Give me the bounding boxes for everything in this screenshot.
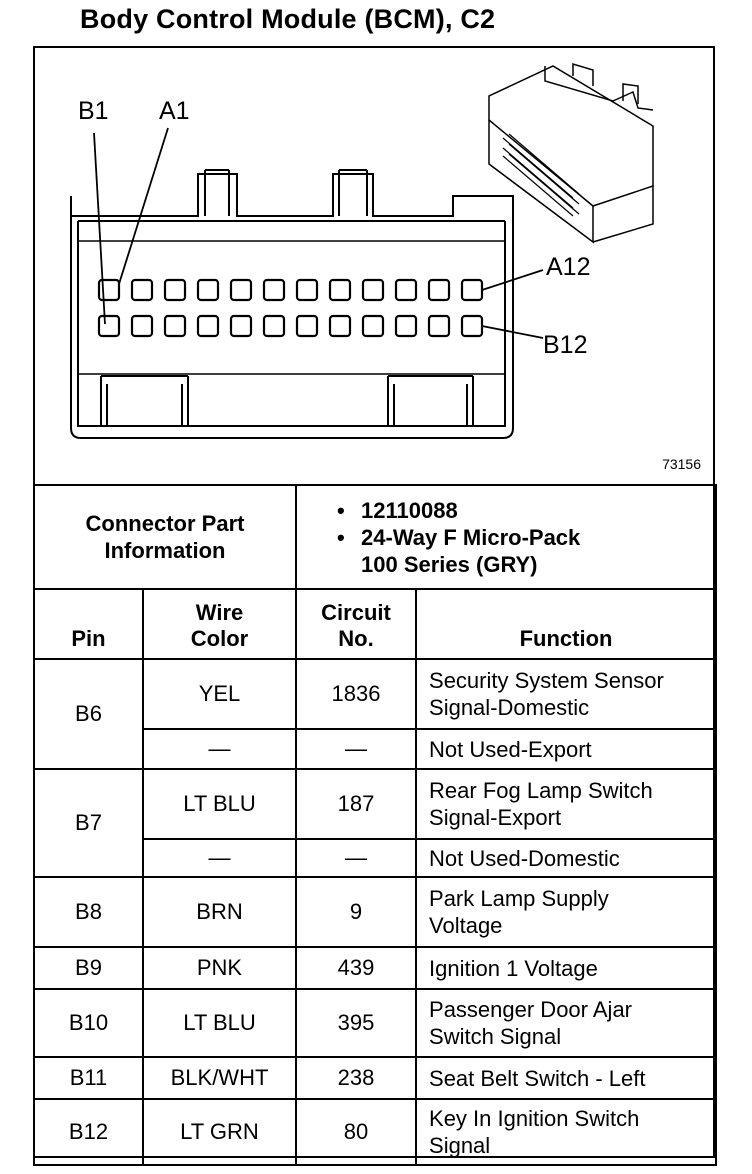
table-row: — — Not Used-Export — [34, 728, 718, 770]
bullet: • — [337, 497, 345, 523]
header-function: Function — [415, 588, 718, 660]
connector-info-label-line1: Connector Part — [85, 511, 245, 536]
connector-desc-line1: 24-Way F Micro-Pack — [361, 524, 581, 550]
function-cell: Seat Belt Switch - Left — [415, 1056, 718, 1100]
connector-diagram: B1 A1 A12 B12 73156 — [33, 46, 715, 484]
table-row: — — Not Used-Domestic — [34, 838, 718, 878]
wire-color-cell: — — [141, 728, 298, 770]
connector-3d-sketch — [488, 62, 654, 244]
function-cell: Ignition 1 Voltage — [415, 946, 718, 990]
wire-color-cell: BLK/WHT — [141, 1056, 298, 1100]
circuit-cell: 1836 — [295, 658, 418, 730]
part-number: 12110088 — [361, 497, 458, 523]
circuit-cell: — — [295, 838, 418, 878]
pin-cell: B12 — [33, 1098, 144, 1166]
wire-color-cell: LT BLU — [141, 988, 298, 1058]
circuit-cell: 80 — [295, 1098, 418, 1166]
pin-cell: B9 — [33, 946, 144, 990]
function-cell: Not Used-Export — [415, 728, 718, 770]
pin-cell: B10 — [33, 988, 144, 1058]
wire-color-cell: LT BLU — [141, 768, 298, 840]
circuit-cell: — — [295, 728, 418, 770]
pin-label-b1: B1 — [78, 97, 109, 125]
bullet: • — [337, 524, 345, 550]
circuit-cell: 238 — [295, 1056, 418, 1100]
circuit-cell: 395 — [295, 988, 418, 1058]
wire-color-cell: YEL — [141, 658, 298, 730]
page-title: Body Control Module (BCM), C2 — [80, 4, 496, 34]
pin-cell: B11 — [33, 1056, 144, 1100]
connector-info-values: • 12110088 • 24-Way F Micro-Pack 100 Serie… — [295, 484, 718, 590]
table-row: B11 BLK/WHT 238 Seat Belt Switch - Left — [33, 1056, 718, 1100]
row-b-cavities — [97, 314, 484, 338]
circuit-cell: 9 — [295, 876, 418, 948]
connector-info-row: Connector Part Information • 12110088 • 24… — [32, 484, 718, 590]
pinout-table: Connector Part Information • 12110088 • 24… — [32, 484, 718, 1166]
pin-cell: B6 — [33, 658, 144, 770]
pin-label-a12: A12 — [546, 253, 591, 281]
wire-color-cell: BRN — [141, 876, 298, 948]
table-row: B9 PNK 439 Ignition 1 Voltage — [33, 946, 718, 990]
function-cell: Not Used-Domestic — [415, 838, 718, 878]
pin-label-b12: B12 — [543, 331, 588, 359]
wire-color-cell: PNK — [141, 946, 298, 990]
circuit-cell: 187 — [295, 768, 418, 840]
pin-cell: B8 — [33, 876, 144, 948]
connector-info-label-line2: Information — [104, 538, 226, 563]
row-a-cavities — [97, 278, 484, 302]
wire-color-cell: LT GRN — [141, 1098, 298, 1166]
circuit-cell: 439 — [295, 946, 418, 990]
connector-info-label: Connector Part Information — [32, 484, 298, 590]
pin-cell: B7 — [33, 768, 144, 878]
connector-face-drawing — [70, 62, 654, 439]
figure-code: 73156 — [662, 456, 701, 472]
wire-color-cell: — — [141, 838, 298, 878]
pin-label-a1: A1 — [159, 97, 190, 125]
connector-desc-line2: 100 Series (GRY) — [361, 551, 538, 577]
header-pin: Pin — [33, 588, 144, 660]
